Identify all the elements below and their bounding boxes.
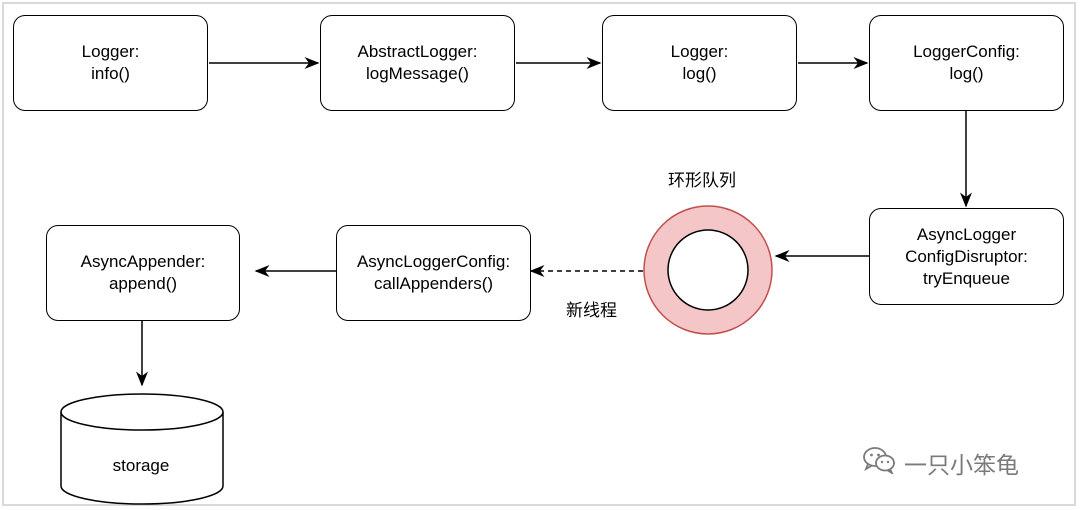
node-async-appender-class: AsyncAppender:	[80, 252, 206, 271]
storage-label: storage	[112, 456, 170, 475]
node-logger-info-class: Logger:	[81, 42, 140, 61]
node-abstract-logger: AbstractLogger: logMessage()	[320, 15, 515, 111]
node-logger-config-class: LoggerConfig:	[913, 42, 1020, 61]
node-logger-log: Logger: log()	[602, 15, 797, 111]
node-logger-info: Logger: info()	[13, 15, 208, 111]
ring-queue-label: 环形队列	[668, 171, 736, 191]
node-async-logger-config-method: callAppenders()	[373, 274, 494, 293]
node-logger-info-method: info()	[91, 64, 130, 83]
ring-queue-inner	[667, 229, 749, 311]
node-async-appender-method: append()	[108, 274, 178, 293]
node-disruptor-line1: AsyncLogger	[916, 224, 1017, 244]
watermark-text: 一只小笨龟	[904, 453, 1019, 479]
node-disruptor: AsyncLogger ConfigDisruptor: tryEnqueue	[869, 208, 1064, 305]
node-logger-log-method: log()	[682, 64, 717, 83]
node-logger-config-method: log()	[949, 64, 984, 83]
node-abstract-logger-class: AbstractLogger:	[357, 42, 478, 61]
new-thread-label: 新线程	[566, 301, 617, 321]
node-abstract-logger-method: logMessage()	[365, 64, 469, 83]
node-async-appender: AsyncAppender: append()	[46, 225, 240, 321]
node-logger-log-class: Logger:	[670, 42, 729, 61]
node-async-logger-config: AsyncLoggerConfig: callAppenders()	[336, 225, 531, 321]
node-logger-config: LoggerConfig: log()	[869, 15, 1064, 111]
storage-cylinder	[60, 393, 224, 505]
node-async-logger-config-class: AsyncLoggerConfig:	[356, 252, 511, 271]
node-disruptor-line2: ConfigDisruptor:	[905, 246, 1028, 266]
node-disruptor-line3: tryEnqueue	[923, 268, 1010, 288]
watermark: 一只小笨龟	[862, 446, 1019, 480]
wechat-icon	[862, 446, 896, 480]
